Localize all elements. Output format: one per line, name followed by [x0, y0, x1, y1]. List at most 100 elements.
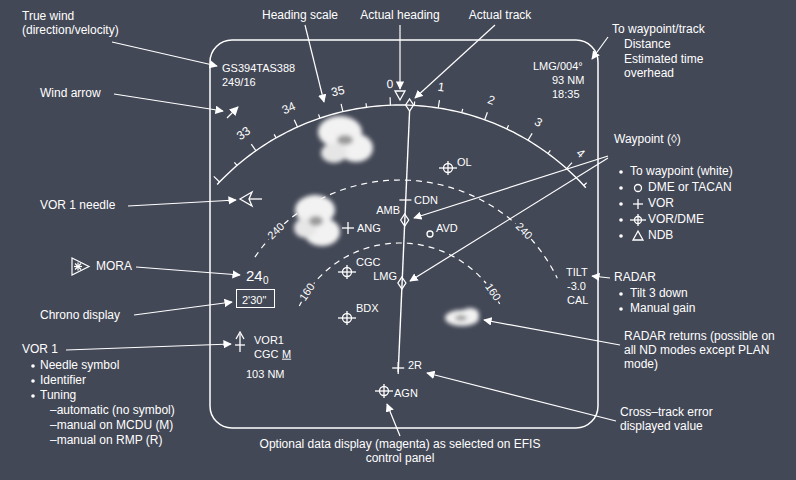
callout-label: Estimated time overhead [624, 53, 724, 81]
vor-dme-symbol [338, 161, 646, 398]
heading-number: 2 [486, 93, 497, 108]
display-readout: 18:35 [552, 88, 580, 101]
radar-return [309, 216, 323, 226]
display-readout: -3.0 [567, 280, 586, 293]
vor-needle-symbol [235, 344, 245, 345]
mora-symbol [75, 264, 81, 270]
bullet-text: Identifier [40, 374, 86, 388]
heading-number: 0 [386, 78, 393, 92]
callout-label: Chrono display [40, 309, 120, 323]
waypoint-ident: OL [457, 156, 472, 169]
range-ring-label: 160 [481, 280, 504, 306]
track-line [398, 111, 409, 372]
callout-label: Actual track [469, 9, 532, 23]
vor-symbol [399, 199, 411, 200]
legend-text: VOR/DME [648, 213, 704, 227]
heading-number: 34 [280, 100, 298, 118]
vor-needle-symbol [235, 332, 245, 352]
waypoint-ident: AGN [394, 387, 418, 400]
waypoint-ident: ANG [357, 222, 381, 235]
waypoint-ident: AVD [436, 222, 458, 235]
heading-tick [274, 134, 276, 137]
bullet-dot [619, 307, 623, 311]
display-readout: TILT [566, 266, 588, 279]
waypoint-diamond [398, 99, 414, 289]
callout-label: Wind arrow [40, 87, 101, 101]
leader-line [112, 42, 217, 66]
display-readout: M [282, 348, 291, 361]
vor-needle-symbol [236, 332, 244, 339]
leader-line [66, 25, 620, 436]
bullet-dot [619, 218, 623, 222]
heading-number: 35 [330, 84, 346, 100]
leader-line [136, 267, 240, 275]
bullet-dot [31, 364, 35, 368]
heading-tick [294, 120, 297, 127]
heading-number: 3 [532, 115, 545, 130]
callout-label: MORA [96, 260, 132, 274]
callout-label: Cross–track error displayed value [620, 406, 760, 434]
mora-value: 24 [246, 267, 263, 284]
callout-label: Optional data display (magenta) as selec… [250, 438, 550, 466]
leader-line [66, 344, 231, 350]
vor-dme-symbol [383, 384, 384, 398]
callout-label: RADAR returns (possible on all ND modes … [624, 330, 784, 371]
display-readout: CGC [254, 348, 278, 361]
bullet-text: Tilt 3 down [630, 287, 688, 301]
heading-number: 33 [235, 125, 254, 144]
dme-symbol [635, 185, 642, 192]
bullet-dot [31, 394, 35, 398]
vor-dme-symbol [346, 311, 347, 325]
bullet-dot [31, 379, 35, 383]
heading-tick [507, 125, 509, 129]
wind-arrow [227, 107, 238, 118]
heading-tick [251, 144, 256, 151]
vor-dme-symbol [447, 161, 448, 175]
radar-return [455, 315, 467, 321]
waypoint-ident: CGC [356, 256, 380, 269]
display-readout: 93 NM [552, 74, 584, 87]
heading-tick [485, 112, 488, 120]
leader-line [592, 276, 610, 278]
legend-text: VOR [648, 197, 674, 211]
vor-needle [249, 198, 262, 199]
leader-line [128, 200, 236, 206]
heading-number: 4 [573, 146, 587, 161]
heading-number: 1 [437, 81, 446, 96]
legend-text: NDB [648, 229, 673, 243]
leader-line [134, 302, 232, 315]
leader-line [114, 94, 223, 111]
bullet-text: –manual on RMP (R) [50, 434, 163, 448]
vor-needle [240, 192, 262, 206]
leader-line [399, 25, 400, 89]
leader-line [410, 158, 608, 281]
heading-tick [365, 103, 367, 107]
bullet-dot [619, 202, 623, 206]
radar-return [337, 135, 353, 145]
cross-track-value: 2R [408, 359, 422, 372]
display-readout: CAL [567, 294, 588, 307]
display-readout: VOR1 [254, 334, 284, 347]
waypoint-ident: BDX [356, 302, 379, 315]
heading-tick [461, 109, 463, 113]
range-ring-label: 240 [511, 219, 536, 244]
leader-line [592, 37, 608, 59]
leader-line [414, 156, 608, 218]
mora-symbol [75, 264, 81, 270]
bullet-dot [619, 170, 623, 174]
heading-tick [438, 100, 439, 108]
heading-tick [584, 183, 587, 186]
ndb-symbol [633, 231, 643, 240]
vor-dme-symbol [637, 214, 638, 226]
waypoint-diamond [401, 214, 409, 226]
heading-tick [214, 176, 220, 182]
vor-symbol [633, 203, 643, 204]
display-readout: 103 NM [246, 368, 285, 381]
callout-label: To waypoint/track [612, 23, 705, 37]
display-readout: LMG/004° [533, 60, 583, 73]
leader-line [387, 404, 400, 436]
callout-label: RADAR [614, 271, 656, 285]
chrono-time: 2'30" [237, 292, 271, 309]
bullet-text: Needle symbol [40, 359, 119, 373]
